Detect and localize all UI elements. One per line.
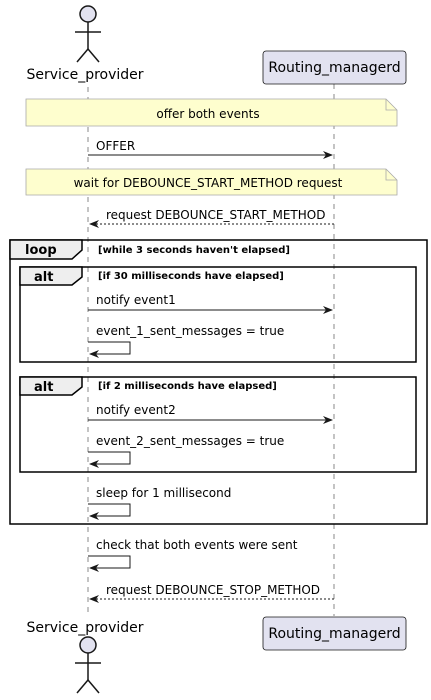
fragment-alt-2	[19, 376, 417, 473]
fragment-loop	[9, 239, 428, 525]
note-text-1: offer both events	[156, 107, 259, 121]
fragment-alt-1-tab	[19, 266, 83, 286]
participant-label-service-provider-top: Service_provider	[26, 67, 143, 83]
message-arrow-event-2-sent-self	[88, 451, 131, 468]
fragment-loop-keyword: loop	[25, 243, 57, 258]
message-label-event-1-sent: event_1_sent_messages = true	[96, 324, 284, 338]
note-offer-both-events	[25, 98, 398, 127]
fragment-alt-2-guard: [if 2 milliseconds have elapsed]	[98, 381, 277, 392]
message-arrow-event-1-sent-self	[88, 341, 131, 358]
participant-box-routing-managerd-top	[262, 50, 407, 85]
message-label-notify-event2: notify event2	[96, 403, 176, 417]
message-label-event-2-sent: event_2_sent_messages = true	[96, 434, 284, 448]
fragment-alt-1	[19, 266, 417, 363]
note-text-2: wait for DEBOUNCE_START_METHOD request	[74, 176, 343, 190]
actor-icon-top	[75, 5, 101, 63]
fragment-alt-1-guard: [if 30 milliseconds have elapsed]	[98, 271, 284, 282]
message-label-sleep: sleep for 1 millisecond	[96, 486, 231, 500]
note-wait-for-debounce-start	[25, 168, 398, 196]
message-label-check-both-events: check that both events were sent	[96, 538, 298, 552]
fragment-loop-guard: [while 3 seconds haven't elapsed]	[98, 245, 290, 256]
actor-icon-bottom	[75, 636, 101, 694]
message-label-notify-event1: notify event1	[96, 293, 176, 307]
fragment-alt-2-tab	[19, 376, 83, 396]
participant-label-service-provider-bottom: Service_provider	[26, 620, 143, 636]
participant-box-routing-managerd-bottom	[262, 616, 407, 651]
fragment-loop-tab	[9, 239, 83, 260]
message-label-request-debounce-start: request DEBOUNCE_START_METHOD	[106, 208, 325, 222]
message-arrow-sleep-self	[88, 503, 131, 520]
message-arrow-check-both-events-self	[88, 555, 131, 572]
participant-label-routing-managerd-top: Routing_managerd	[268, 60, 400, 76]
message-label-request-debounce-stop: request DEBOUNCE_STOP_METHOD	[106, 583, 320, 597]
fragment-alt-1-keyword: alt	[34, 270, 53, 285]
participant-label-routing-managerd-bottom: Routing_managerd	[268, 626, 400, 642]
message-label-offer: OFFER	[96, 139, 135, 153]
fragment-alt-2-keyword: alt	[34, 380, 53, 395]
